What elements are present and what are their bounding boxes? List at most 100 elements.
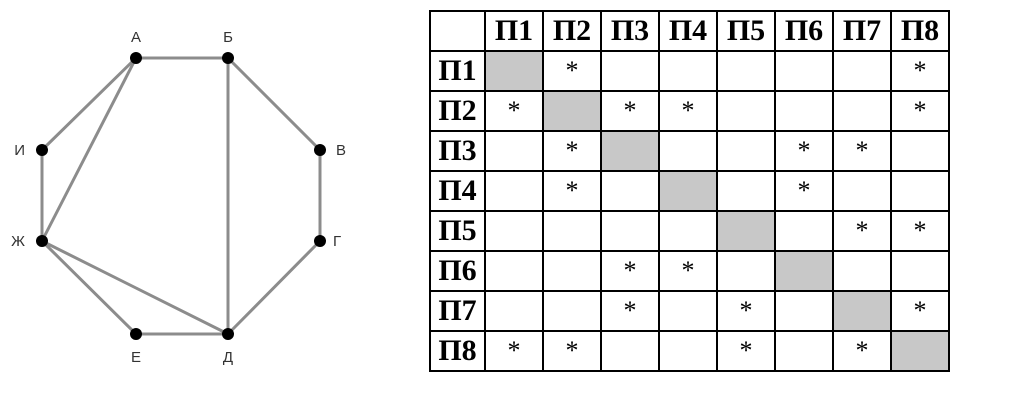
road-mark-cell: * bbox=[890, 90, 950, 132]
empty-cell bbox=[600, 330, 660, 372]
table-corner-cell bbox=[429, 10, 486, 52]
road-mark-cell: * bbox=[774, 130, 834, 172]
road-mark-cell: * bbox=[484, 330, 544, 372]
empty-cell bbox=[716, 250, 776, 292]
road-mark-cell: * bbox=[716, 330, 776, 372]
empty-cell bbox=[774, 50, 834, 92]
empty-cell bbox=[716, 170, 776, 212]
empty-cell bbox=[600, 170, 660, 212]
diagonal-cell bbox=[600, 130, 660, 172]
road-mark-cell: * bbox=[600, 90, 660, 132]
column-header: П6 bbox=[774, 10, 834, 52]
graph-node-label-G: Г bbox=[333, 233, 341, 250]
graph-node-V bbox=[314, 144, 326, 156]
row-header: П6 bbox=[429, 250, 486, 292]
table-row: П5** bbox=[429, 210, 950, 252]
row-header: П8 bbox=[429, 330, 486, 372]
empty-cell bbox=[542, 210, 602, 252]
graph-node-I bbox=[36, 144, 48, 156]
empty-cell bbox=[774, 290, 834, 332]
empty-cell bbox=[658, 290, 718, 332]
road-mark-cell: * bbox=[600, 250, 660, 292]
empty-cell bbox=[832, 170, 892, 212]
road-mark-cell: * bbox=[484, 90, 544, 132]
diagonal-cell bbox=[484, 50, 544, 92]
graph-edge-A-Zh bbox=[40, 57, 138, 242]
graph-node-label-A: А bbox=[131, 29, 141, 46]
graph-node-E bbox=[130, 328, 142, 340]
graph-node-Zh bbox=[36, 235, 48, 247]
road-mark-cell: * bbox=[542, 330, 602, 372]
graph-edge-E-Zh bbox=[40, 239, 138, 336]
road-mark-cell: * bbox=[774, 170, 834, 212]
diagonal-cell bbox=[890, 330, 950, 372]
column-header: П7 bbox=[832, 10, 892, 52]
graph-node-label-D: Д bbox=[223, 349, 233, 366]
road-mark-cell: * bbox=[542, 130, 602, 172]
empty-cell bbox=[774, 90, 834, 132]
table-body: П1**П2****П3***П4**П5**П6**П7***П8**** bbox=[429, 50, 950, 372]
diagonal-cell bbox=[774, 250, 834, 292]
diagonal-cell bbox=[542, 90, 602, 132]
empty-cell bbox=[832, 50, 892, 92]
graph-node-label-E: Е bbox=[131, 349, 141, 366]
empty-cell bbox=[658, 50, 718, 92]
row-header: П7 bbox=[429, 290, 486, 332]
empty-cell bbox=[716, 50, 776, 92]
diagonal-cell bbox=[832, 290, 892, 332]
table-row: П1 * * bbox=[429, 50, 950, 92]
road-mark-cell: * bbox=[832, 130, 892, 172]
road-mark-cell: * bbox=[716, 290, 776, 332]
road-mark-cell: * bbox=[832, 330, 892, 372]
column-header: П1 bbox=[484, 10, 544, 52]
row-header: П5 bbox=[429, 210, 486, 252]
column-header: П5 bbox=[716, 10, 776, 52]
row-header: П4 bbox=[429, 170, 486, 212]
empty-cell bbox=[658, 130, 718, 172]
table-row: П2**** bbox=[429, 90, 950, 132]
row-header: П2 bbox=[429, 90, 486, 132]
table-row: П8**** bbox=[429, 330, 950, 372]
empty-cell bbox=[832, 90, 892, 132]
graph-node-G bbox=[314, 235, 326, 247]
empty-cell bbox=[600, 50, 660, 92]
graph-edge-B-V bbox=[226, 56, 322, 152]
graph-edge-I-A bbox=[40, 56, 138, 152]
graph-node-label-V: В bbox=[336, 142, 346, 159]
empty-cell bbox=[832, 250, 892, 292]
diagonal-cell bbox=[716, 210, 776, 252]
table-row: П6 ** bbox=[429, 250, 950, 292]
empty-cell bbox=[774, 330, 834, 372]
graph-node-label-Zh: Ж bbox=[11, 233, 25, 250]
column-header: П8 bbox=[890, 10, 950, 52]
empty-cell bbox=[774, 210, 834, 252]
road-mark-cell: * bbox=[890, 210, 950, 252]
road-mark-cell: * bbox=[542, 170, 602, 212]
empty-cell bbox=[484, 290, 544, 332]
empty-cell bbox=[542, 250, 602, 292]
empty-cell bbox=[890, 130, 950, 172]
graph-node-label-B: Б bbox=[223, 29, 233, 46]
table-row: П4 * * bbox=[429, 170, 950, 212]
graph-node-D bbox=[222, 328, 234, 340]
diagonal-cell bbox=[658, 170, 718, 212]
empty-cell bbox=[716, 90, 776, 132]
road-mark-cell: * bbox=[890, 50, 950, 92]
graph-edge-G-D bbox=[226, 239, 322, 336]
empty-cell bbox=[484, 130, 544, 172]
column-header: П3 bbox=[600, 10, 660, 52]
road-mark-cell: * bbox=[600, 290, 660, 332]
empty-cell bbox=[658, 330, 718, 372]
empty-cell bbox=[600, 210, 660, 252]
row-header: П1 bbox=[429, 50, 486, 92]
road-mark-cell: * bbox=[658, 250, 718, 292]
road-mark-cell: * bbox=[542, 50, 602, 92]
empty-cell bbox=[484, 210, 544, 252]
empty-cell bbox=[890, 250, 950, 292]
graph-edge-Zh-D bbox=[41, 239, 229, 336]
column-header: П4 bbox=[658, 10, 718, 52]
table-row: П7*** bbox=[429, 290, 950, 332]
